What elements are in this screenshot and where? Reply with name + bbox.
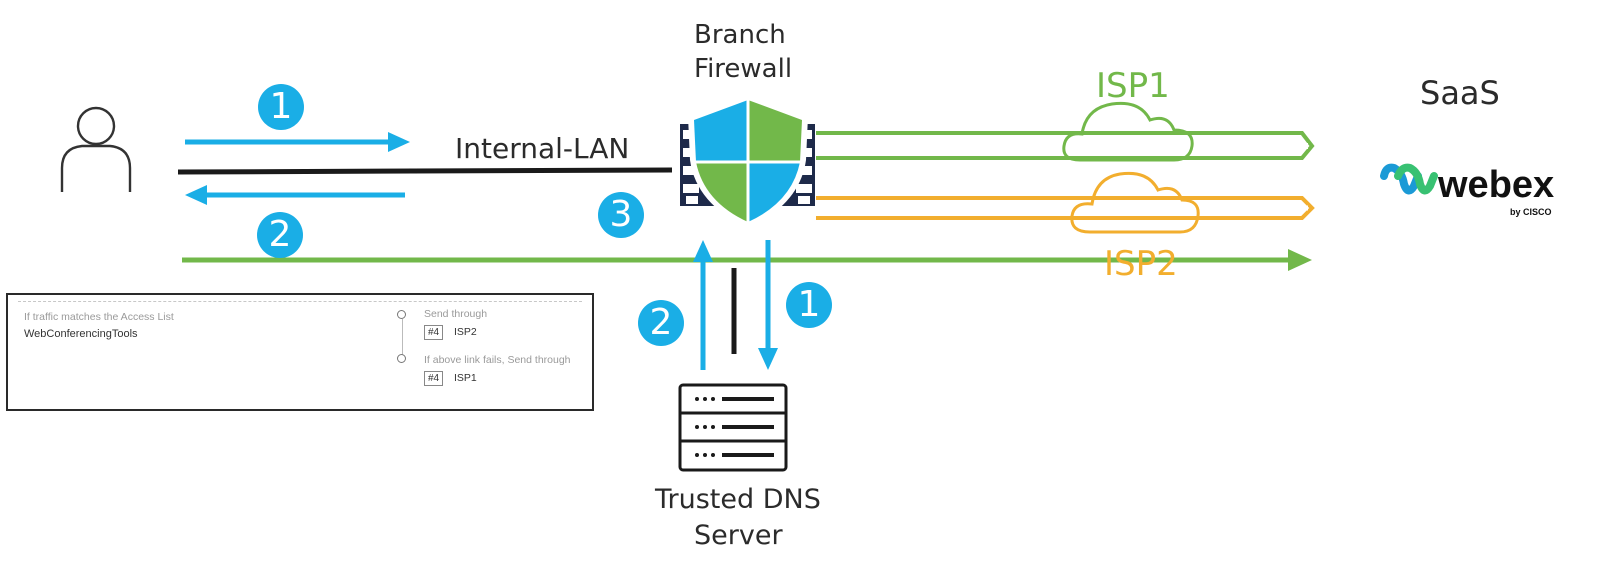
- dns-response-arrow: [693, 240, 713, 370]
- request-arrow: [185, 132, 410, 152]
- user-icon: [60, 106, 132, 192]
- internal-lan-label: Internal-LAN: [455, 132, 630, 165]
- fallback-link-marker: [397, 354, 406, 363]
- direct-path-arrow: [182, 249, 1312, 271]
- step-badge-3: 3: [598, 192, 644, 238]
- link-connector: [402, 319, 403, 355]
- primary-link-tag: #4: [424, 325, 444, 340]
- isp2-tunnel: [816, 196, 1315, 220]
- isp2-cloud-icon: [1070, 171, 1200, 234]
- sla-policy-panel: If traffic matches the Access List WebCo…: [6, 293, 594, 411]
- firewall-label-line1: Branch: [694, 20, 786, 50]
- isp1-cloud-icon: [1062, 101, 1194, 162]
- fallback-link-value: ISP1: [454, 372, 477, 384]
- isp2-label: ISP2: [1104, 244, 1178, 284]
- response-arrow: [185, 185, 405, 205]
- isp1-label: ISP1: [1096, 66, 1170, 106]
- step-badge-1: 1: [258, 84, 304, 130]
- saas-label: SaaS: [1420, 74, 1500, 112]
- internal-lan-line: [177, 167, 673, 175]
- primary-link-label: Send through: [424, 308, 488, 320]
- step-badge-2: 2: [257, 212, 303, 258]
- policy-divider: [18, 301, 582, 302]
- fallback-link-label: If above link fails, Send through: [424, 354, 571, 366]
- webex-wordmark: webex: [1438, 164, 1555, 206]
- firewall-label-line2: Firewall: [694, 54, 793, 84]
- primary-link-marker: [397, 310, 406, 319]
- dns-label-line2: Server: [694, 520, 783, 551]
- policy-condition-label: If traffic matches the Access List: [24, 311, 174, 323]
- dns-step-badge-2: 2: [638, 300, 684, 346]
- dns-label-line1: Trusted DNS: [655, 484, 821, 515]
- primary-link-value: ISP2: [454, 326, 477, 338]
- dns-query-arrow: [758, 240, 778, 370]
- isp1-tunnel: [816, 131, 1315, 160]
- firewall-shield-icon: [680, 94, 815, 228]
- policy-access-list: WebConferencingTools: [24, 328, 138, 340]
- webex-logo: [1380, 163, 1438, 195]
- server-icon: [678, 383, 788, 472]
- fallback-link-tag: #4: [424, 371, 444, 386]
- webex-by-cisco: by CISCO: [1510, 207, 1552, 217]
- dns-step-badge-1: 1: [786, 282, 832, 328]
